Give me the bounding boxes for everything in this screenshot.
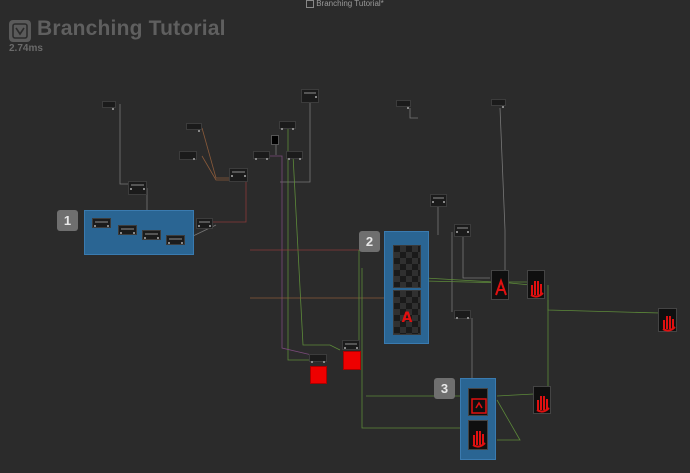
graph-node[interactable] [454, 310, 471, 319]
graph-node[interactable] [301, 89, 319, 103]
black-preview-node[interactable] [271, 135, 279, 145]
graph-node[interactable] [142, 230, 161, 240]
graph-node[interactable] [454, 224, 471, 237]
window-title-bar: Branching Tutorial* [0, 0, 690, 8]
letter-a-preview-node[interactable] [491, 270, 509, 300]
graph-node[interactable] [179, 151, 197, 160]
hand-preview-node[interactable] [468, 388, 488, 416]
graph-node[interactable] [196, 218, 213, 229]
graph-node[interactable] [396, 100, 411, 109]
graph-title: Branching Tutorial [37, 17, 226, 40]
lock-icon [306, 0, 315, 8]
graph-node[interactable] [128, 181, 147, 195]
graph-timing: 2.74ms [9, 43, 43, 54]
graph-node[interactable] [92, 218, 111, 228]
checker-preview-node[interactable] [393, 290, 421, 335]
graph-node[interactable] [286, 151, 303, 160]
window-title: Branching Tutorial* [316, 0, 384, 9]
step-badge-1: 1 [57, 210, 78, 231]
hand-preview-node[interactable] [468, 420, 488, 450]
graph-node[interactable] [229, 168, 248, 182]
graph-node[interactable] [253, 151, 270, 160]
graph-node[interactable] [491, 99, 506, 108]
graph-node[interactable] [186, 123, 202, 132]
graph-node[interactable] [342, 340, 360, 350]
step-badge-3: 3 [434, 378, 455, 399]
graph-node[interactable] [279, 121, 296, 130]
frame-group-1[interactable] [84, 210, 194, 255]
checker-preview-node[interactable] [393, 245, 421, 288]
hand-preview-node[interactable] [658, 308, 677, 332]
hand-preview-node[interactable] [533, 386, 551, 414]
step-badge-2: 2 [359, 231, 380, 252]
graph-node[interactable] [166, 235, 185, 245]
red-color-preview[interactable] [343, 351, 361, 370]
graph-node[interactable] [430, 194, 447, 207]
substance-graph-icon [9, 20, 31, 42]
hand-preview-node[interactable] [527, 270, 545, 299]
letter-a-preview: A [401, 310, 413, 326]
graph-node[interactable] [102, 101, 116, 110]
red-color-preview[interactable] [310, 366, 327, 384]
graph-node[interactable] [309, 354, 327, 363]
graph-node[interactable] [118, 225, 137, 235]
